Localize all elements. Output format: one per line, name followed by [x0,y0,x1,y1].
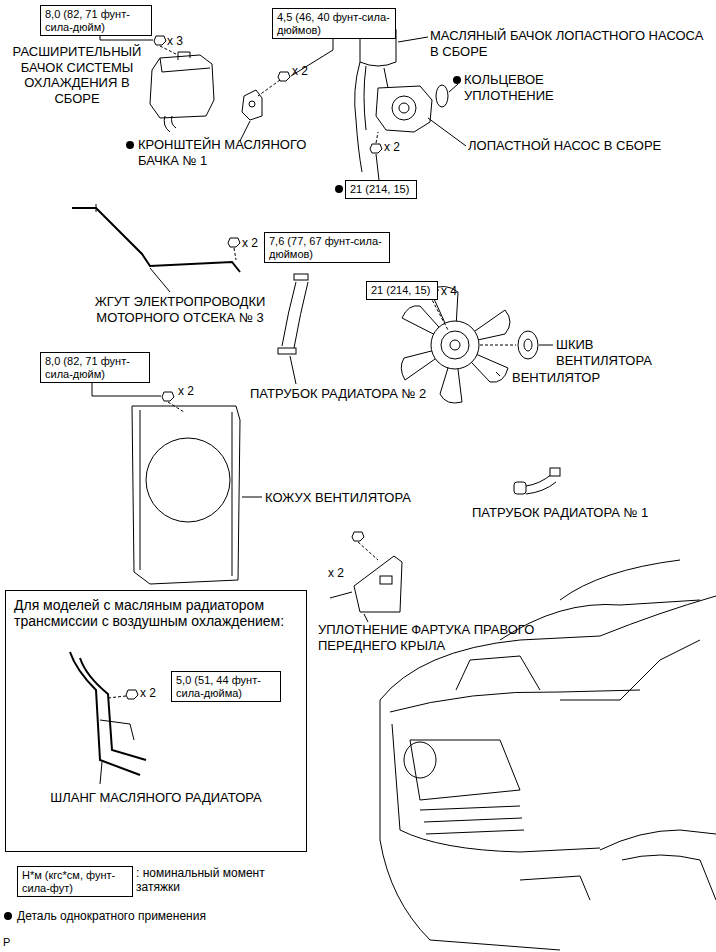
node-text: 8,0 (82, 71 фунт-сила-дюйм) [45,8,147,33]
part-name: ВЕНТИЛЯТОР [512,370,622,386]
part-name: ПАТРУБОК РАДИАТОРА № 2 [250,386,450,402]
node-text: 7,6 (77, 67 фунт-сила-дюймов) [269,235,385,260]
part-name: КОЛЬЦЕВОЕ УПЛОТНЕНИЕ [464,72,594,103]
torque-box: 8,0 (82, 71 фунт-сила-дюйм) [40,5,152,36]
part-name: МАСЛЯНЫЙ БАЧОК ЛОПАСТНОГО НАСОСА В СБОРЕ [430,28,710,59]
part-name: КРОНШТЕЙН МАСЛЯНОГО БАЧКА № 1 [138,137,328,168]
node-text: 21 (214, 15) [350,183,412,196]
node-text: Для моделей с масляным радиатором трансм… [14,597,298,629]
quantity-label: x 3 [167,34,207,48]
part-name: : номинальный момент затяжки [136,866,266,895]
node-text: 8,0 (82, 71 фунт-сила-дюйм) [45,355,145,380]
quantity-label: x 2 [140,686,170,700]
part-name: РАСШИРИТЕЛЬНЫЙ БАЧОК СИСТЕМЫ ОХЛАЖДЕНИЯ … [4,44,150,106]
part-name: ПАТРУБОК РАДИАТОРА № 1 [472,505,682,521]
part-name: ШЛАНГ МАСЛЯНОГО РАДИАТОРА [6,791,306,806]
part-name: ЛОПАСТНОЙ НАСОС В СБОРЕ [468,138,678,154]
part-name: КОЖУХ ВЕНТИЛЯТОРА [265,490,455,506]
torque-box: Н*м (кгс*см, фунт-сила-фут) [17,866,133,897]
quantity-label: x 2 [328,566,352,580]
part-name: УПЛОТНЕНИЕ ФАРТУКА ПРАВОГО ПЕРЕДНЕГО КРЫ… [318,622,558,653]
torque-box: 4,5 (46, 40 фунт-сила-дюймов) [272,8,396,39]
part-name: P [3,936,23,949]
quantity-label: x 2 [292,64,332,78]
quantity-label: x 2 [384,140,424,154]
quantity-label: x 2 [178,384,218,398]
node-text: 21 (214, 15) [371,284,433,297]
quantity-label: x 4 [441,284,481,298]
node-text: 5,0 (51, 44 фунт-сила-дюйма) [176,674,276,699]
torque-box: 7,6 (77, 67 фунт-сила-дюймов) [264,232,390,263]
torque-box: 8,0 (82, 71 фунт-сила-дюйм) [40,352,150,383]
variant-box: Для моделей с масляным радиатором трансм… [5,590,307,852]
torque-box: 21 (214, 15) [366,281,438,300]
part-name: Деталь однократного применения [17,909,277,923]
part-name: ЖГУТ ЭЛЕКТРОПРОВОДКИ МОТОРНОГО ОТСЕКА № … [60,294,300,325]
part-name: ШКИВ ВЕНТИЛЯТОРА [556,337,676,368]
torque-box: 5,0 (51, 44 фунт-сила-дюйма) [171,671,281,702]
node-text: Н*м (кгс*см, фунт-сила-фут) [22,869,128,894]
node-text: 4,5 (46, 40 фунт-сила-дюймов) [277,11,391,36]
quantity-label: x 2 [242,236,264,250]
torque-box: 21 (214, 15) [345,180,417,199]
